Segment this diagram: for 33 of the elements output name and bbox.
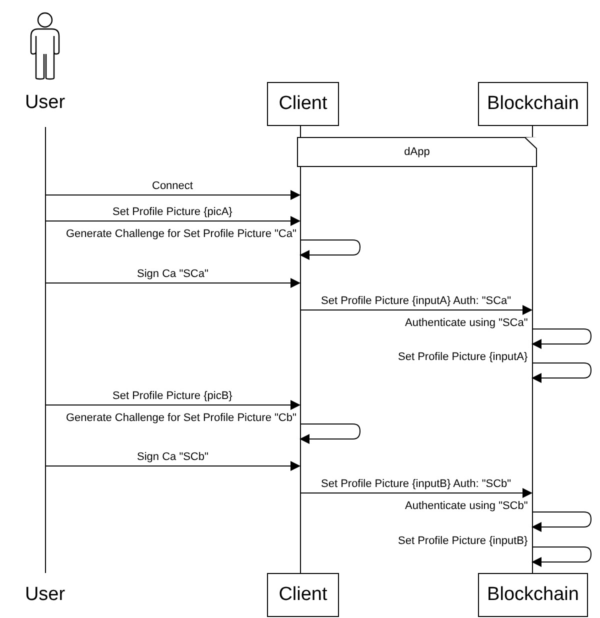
participant-box: Blockchain [478, 82, 588, 126]
message-arrow [532, 546, 592, 567]
message-arrow [532, 328, 592, 349]
edge-label: Authenticate using "SCa" [404, 317, 529, 330]
edge-label: Generate Challenge for Set Profile Picture "Cb" [65, 412, 298, 425]
participant-box: Client [267, 82, 339, 126]
message-arrow [532, 512, 592, 532]
edge-label: Authenticate using "SCb" [404, 500, 529, 513]
edge-label: Set Profile Picture {inputB} Auth: "SCb" [320, 478, 512, 491]
message-arrow [300, 305, 532, 315]
message-arrow [45, 216, 300, 226]
message-arrow [45, 461, 300, 471]
actor-label: User [24, 92, 66, 114]
edge-label: Set Profile Picture {inputA} [397, 351, 529, 364]
message-arrow [300, 424, 360, 444]
edge-label: Set Profile Picture {inputA} Auth: "SCa" [320, 295, 512, 308]
message-arrow [45, 400, 300, 410]
edge-label: Set Profile Picture {picB} [112, 390, 234, 403]
message-arrow [300, 488, 532, 498]
participant-box: Blockchain [478, 573, 588, 617]
edge-label: Set Profile Picture {picA} [112, 206, 234, 219]
edge-label: Sign Ca "SCa" [136, 268, 210, 281]
actor-label: User [20, 578, 70, 612]
edge-label: Generate Challenge for Set Profile Picture "Ca" [65, 228, 298, 241]
note-box: dApp [297, 137, 537, 167]
participant-box: Client [267, 573, 339, 617]
edge-label: Sign Ca "SCb" [136, 451, 210, 464]
edge-label: Set Profile Picture {inputB} [397, 535, 529, 548]
message-arrow [45, 278, 300, 288]
message-arrow [532, 362, 592, 383]
lifeline [44, 127, 46, 573]
message-arrow [300, 240, 360, 260]
message-arrow [45, 190, 300, 200]
